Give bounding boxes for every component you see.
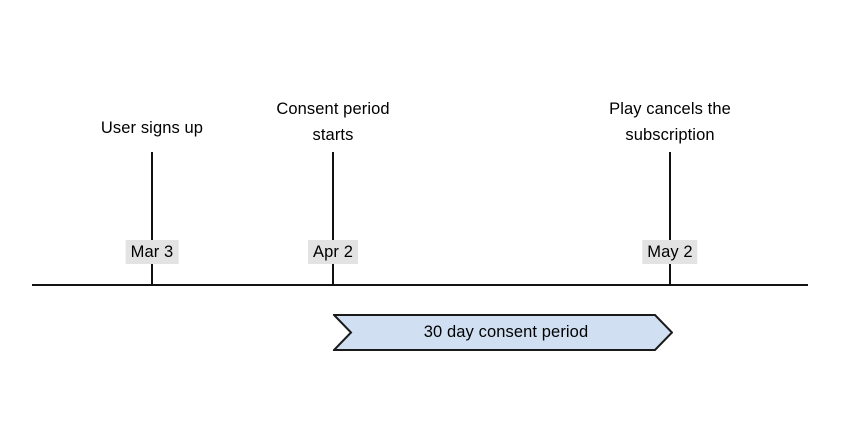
consent-period-banner[interactable]: 30 day consent period [333,314,673,351]
event-caption-play-cancels: Play cancels the subscription [609,100,731,144]
event-date-chip-play-cancels: May 2 [642,240,698,264]
banner-arrow-shape [333,314,673,351]
timeline-axis [32,284,808,286]
event-tick-play-cancels [669,152,671,285]
event-tick-signup [151,152,153,285]
event-date-chip-signup: Mar 3 [125,240,179,264]
event-date-chip-consent-start: Apr 2 [308,240,358,264]
event-tick-consent-start [332,152,334,285]
event-caption-consent-start: Consent period starts [276,100,390,144]
banner-label: 30 day consent period [423,323,589,341]
event-caption-signup: User signs up [100,119,204,137]
